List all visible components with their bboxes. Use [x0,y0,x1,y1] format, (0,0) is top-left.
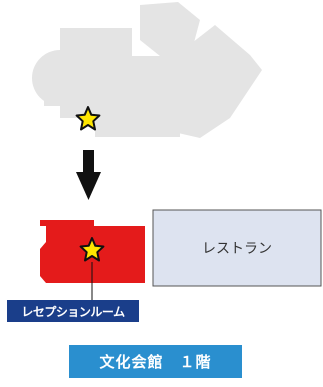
arrow-down-icon [76,150,101,200]
location-star-icon [75,106,101,131]
location-star-icon [79,237,105,262]
building-overview [32,2,262,138]
floor-title: 文化会館 １階 [69,345,242,378]
restaurant-room [152,209,322,287]
reception-room-label: レセプションルーム [7,300,139,322]
restaurant-label: レストラン [202,241,272,257]
